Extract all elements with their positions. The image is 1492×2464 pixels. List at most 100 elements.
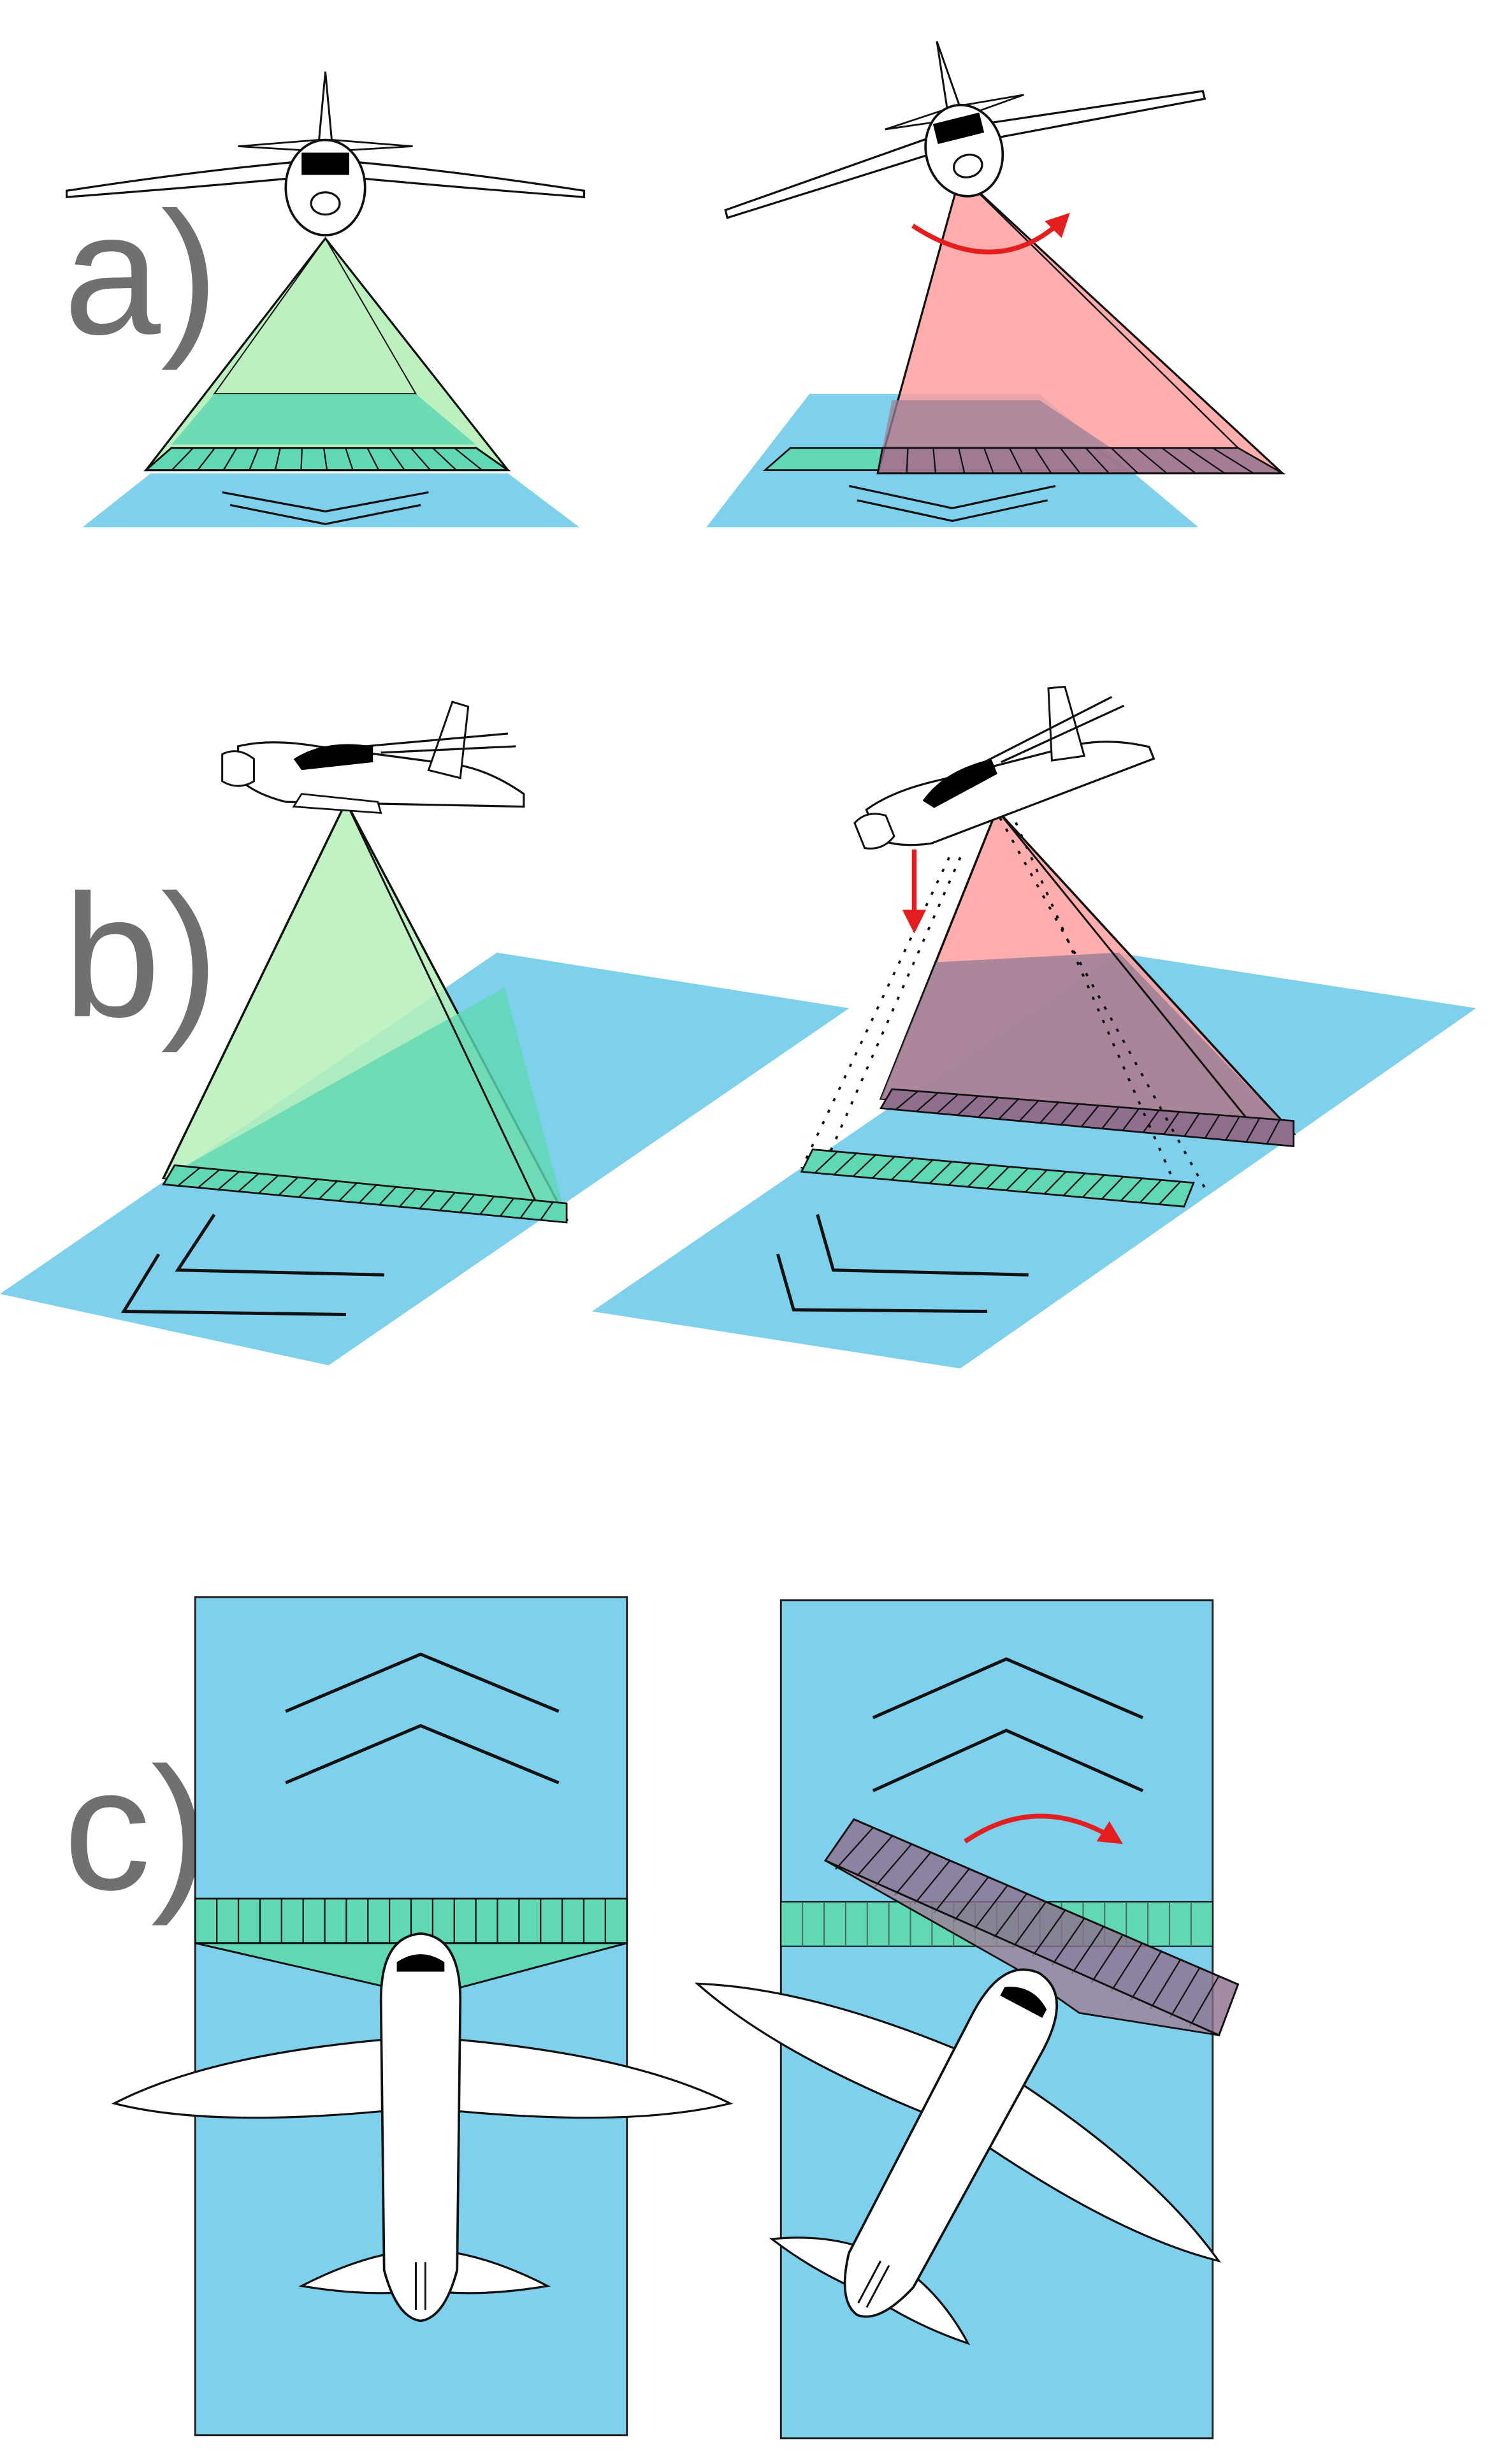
hatch-line (1212, 447, 1254, 474)
hatch-line (345, 447, 354, 470)
hatch-line (432, 447, 457, 471)
ground-chevron (872, 1657, 1144, 1720)
beam-overlap (881, 952, 1294, 1134)
hatch-line (539, 1201, 554, 1221)
hatch-line (977, 1096, 999, 1119)
hatch-line (1183, 1112, 1201, 1138)
hatch-line (237, 1172, 260, 1193)
hatch-line (1136, 447, 1168, 474)
hatch-line (874, 1843, 913, 1888)
hatch-line (222, 447, 238, 471)
scan-beam-top-rotated (825, 1859, 1220, 2036)
ground-chevron (816, 1214, 1029, 1277)
hatch-line (973, 1885, 1008, 1931)
scan-strip-hatch (171, 447, 483, 471)
hatch-line (932, 447, 937, 474)
hatch-line (958, 447, 966, 474)
hatch-line (1266, 1119, 1281, 1145)
hatch-line (1090, 1934, 1124, 1983)
ground-chevron (229, 504, 421, 525)
hatch-line (358, 1184, 378, 1204)
hatch-line (438, 1191, 456, 1212)
hatch-line (832, 1152, 858, 1176)
hatch-line (997, 1098, 1020, 1120)
panel-label-b: b) (64, 859, 219, 1054)
hatch-line (1018, 1099, 1039, 1122)
hatch-line (274, 447, 281, 470)
hatch-line (1130, 1951, 1162, 2001)
hatch-line (1034, 447, 1052, 474)
ground-chevron (175, 1214, 384, 1277)
hatch-line (947, 1162, 972, 1187)
airplane-front-view-rolled (724, 41, 1206, 219)
hatch-line (967, 1164, 991, 1188)
airplane-top-view (111, 1932, 734, 2323)
hatch-line (1245, 1117, 1261, 1143)
hatch-line (1008, 447, 1024, 474)
hatch-line (1187, 447, 1226, 474)
hatch-line (499, 1197, 515, 1217)
beam-over-ground (163, 987, 567, 1220)
scan-strip-hatch (813, 1150, 1182, 1206)
hatch-line (459, 1193, 476, 1214)
hatch-line (1204, 1114, 1220, 1140)
panel-label-c: c) (64, 1732, 209, 1927)
hatch-line (366, 447, 380, 471)
hatch-line (1110, 447, 1139, 474)
ground-chevron (776, 1254, 988, 1314)
scan-strip-hatch (894, 1090, 1281, 1145)
hatch-line (1101, 1175, 1125, 1200)
ground-chevron (849, 484, 1056, 510)
panel-label-a: a) (64, 176, 219, 372)
airplane-side-view-pitched (853, 685, 1155, 850)
hatch-line (277, 1176, 300, 1197)
beam-footprint-shadow (171, 394, 477, 445)
panel-b-level (0, 700, 850, 1366)
hatch-line (1142, 1109, 1161, 1134)
hatch-line (1101, 1106, 1120, 1130)
hatch-line (813, 1150, 839, 1174)
hatch-line (171, 447, 194, 471)
hatch-line (992, 1893, 1027, 1940)
hatch-line (953, 1876, 989, 1922)
hatch-line (217, 1170, 240, 1191)
hatch-line (1085, 447, 1110, 474)
hatch-line (894, 1852, 932, 1896)
hatch-line (854, 1835, 893, 1879)
beam-overlap (882, 400, 1112, 448)
hatch-line (851, 1154, 877, 1178)
hatch-line (398, 1187, 417, 1208)
hatch-line (519, 1199, 535, 1219)
scan-strip-hatch (216, 1898, 606, 1943)
hatch-line (890, 1157, 915, 1181)
hatch-line (936, 1093, 959, 1115)
hatch-line (1110, 1943, 1143, 1992)
ground-chevron (857, 499, 1048, 522)
ground-chevron (120, 1253, 346, 1316)
ground-chevron (872, 1728, 1144, 1792)
hatch-line (956, 1095, 980, 1117)
hatch-line (418, 1189, 437, 1210)
dotted-previous-beam (800, 817, 1208, 1192)
hatch-line (986, 1165, 1010, 1190)
hatch-line (894, 1090, 919, 1111)
hatch-line (257, 1174, 280, 1195)
hatch-line (1011, 1901, 1047, 1948)
hatch-line (1043, 1170, 1068, 1195)
hatch-line (322, 447, 328, 470)
hatch-line (1024, 1169, 1048, 1194)
hatch-line (479, 1195, 495, 1215)
hatch-line (928, 1161, 953, 1185)
hatch-line (1005, 1167, 1029, 1192)
hatch-line (909, 1159, 934, 1183)
hatch-line (338, 1182, 358, 1202)
hatch-line (871, 1156, 896, 1180)
scan-strip (143, 447, 511, 472)
yaw-arrow (964, 1813, 1124, 1844)
scan-strip-rotated (876, 447, 1286, 474)
hatch-line (1062, 1172, 1087, 1197)
hatch-line (177, 1166, 201, 1187)
airplane-front-view (65, 71, 586, 236)
hatch-line (983, 447, 994, 474)
